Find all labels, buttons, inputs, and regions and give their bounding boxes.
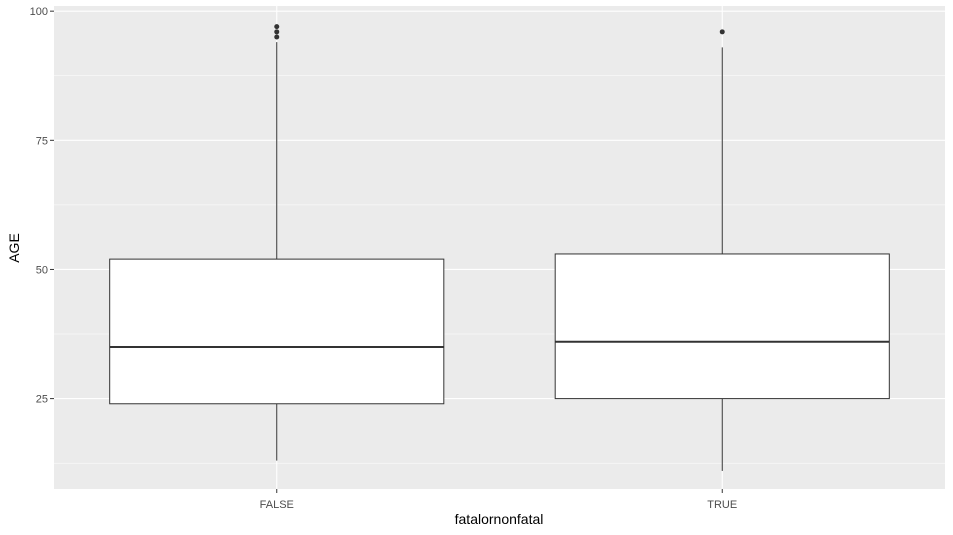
boxplots (109, 24, 890, 471)
box (109, 258, 445, 405)
x-axis-title: fatalornonfatal (455, 511, 544, 527)
panel-background (54, 6, 945, 489)
y-tick-label: 25 (36, 394, 48, 406)
y-axis-title: AGE (6, 233, 22, 263)
x-axis: FALSE TRUE (260, 489, 737, 511)
y-tick-label: 50 (36, 264, 48, 276)
x-tick-label: TRUE (707, 499, 737, 511)
outlier-point (274, 34, 280, 40)
y-axis: 25 50 75 100 (30, 6, 54, 406)
outlier-point (719, 29, 725, 35)
outlier-point (274, 29, 280, 35)
x-tick-label: FALSE (260, 499, 294, 511)
box (554, 253, 890, 400)
outlier-point (274, 24, 280, 30)
y-tick-label: 100 (30, 6, 48, 18)
y-tick-label: 75 (36, 135, 48, 147)
